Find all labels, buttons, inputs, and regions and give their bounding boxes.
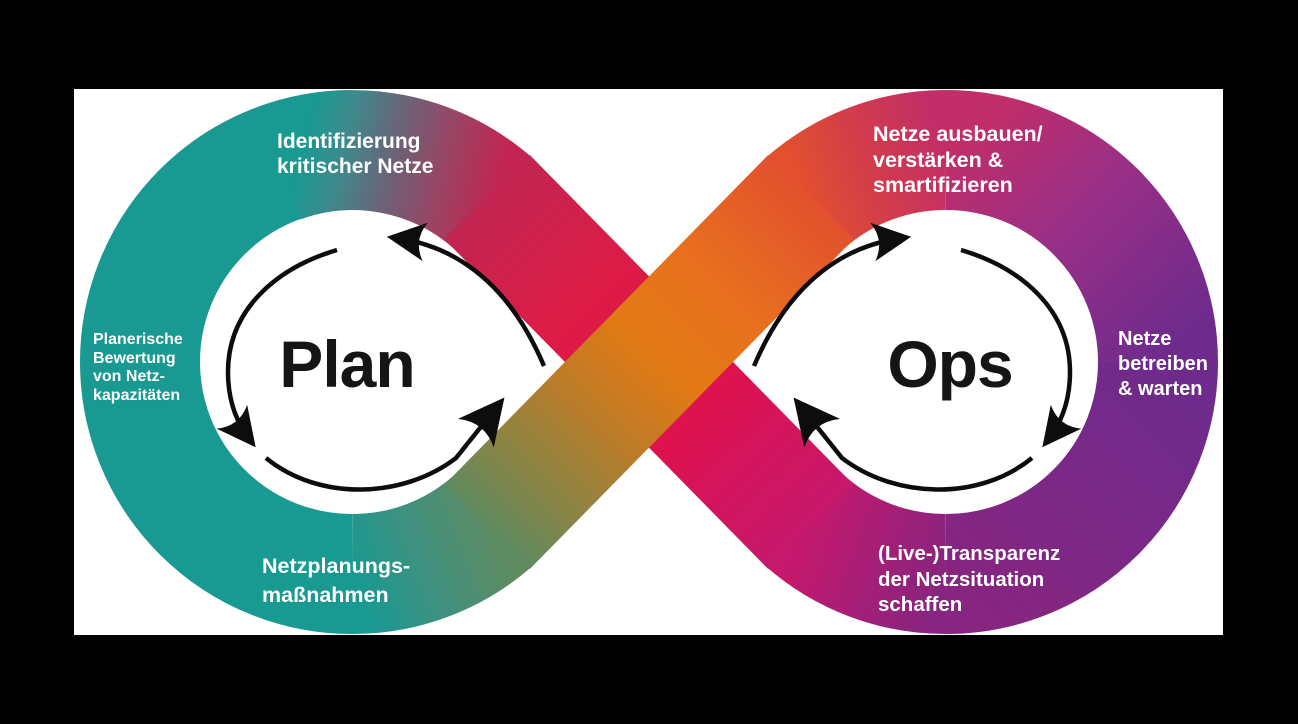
label-line: Identifizierung <box>277 130 421 153</box>
plan-ring-teal-arc <box>80 90 354 634</box>
label-line: von Netz- <box>93 368 165 385</box>
label-line: (Live-)Transparenz <box>878 542 1061 565</box>
ops-ring-bottomright-arc <box>944 360 1218 634</box>
label-line: Netzplanungs- <box>262 554 411 578</box>
label-ops-operate-maintain: Netze betreiben & warten <box>1118 327 1208 402</box>
label-line: Bewertung <box>93 349 176 367</box>
label-line: kapazitäten <box>93 386 181 404</box>
plan-cycle-arrow-top-icon <box>386 222 547 367</box>
label-line: verstärken & <box>873 147 1004 172</box>
label-ops-live-transparency: (Live-)Transparenz der Netzsituation sch… <box>878 541 1060 618</box>
ops-cycle-arrow-top-icon <box>751 222 912 367</box>
ops-cycle-arrow-bottom-icon <box>793 397 1034 492</box>
ops-loop-title: Ops <box>887 327 1013 401</box>
ops-ring-topleft-arc <box>764 89 948 250</box>
plan-cycle-arrow-left-icon <box>216 247 338 448</box>
label-plan-capacity-assessment: Planerische Bewertung von Netz- kapazitä… <box>93 331 183 405</box>
label-line: schaffen <box>878 593 963 616</box>
plan-loop-title: Plan <box>279 327 415 401</box>
label-line: smartifizieren <box>873 173 1013 197</box>
ops-loop-ribbon <box>764 89 1218 635</box>
label-line: der Netzsituation <box>878 567 1045 591</box>
plan-ring-top-blend-arc <box>259 90 534 250</box>
crossing-band-over <box>444 154 854 570</box>
label-line: Netze ausbauen/ <box>873 122 1043 146</box>
label-line: betreiben <box>1118 353 1209 375</box>
plan-loop-ribbon <box>80 90 534 635</box>
label-line: & warten <box>1118 378 1203 400</box>
ops-cycle-arrow-right-icon <box>960 247 1082 448</box>
plan-cycle-arrow-bottom-icon <box>264 397 505 492</box>
ops-ring-topright-arc <box>944 90 1218 364</box>
label-plan-grid-planning-measures: Netzplanungs- maßnahmen <box>262 552 410 610</box>
label-line: maßnahmen <box>262 583 389 607</box>
ops-cycle-arrows <box>751 222 1082 492</box>
label-ops-expand-smartify: Netze ausbauen/ verstärken & smartifizie… <box>873 122 1043 199</box>
ops-ring-bottomleft-arc <box>764 474 948 635</box>
label-line: Netze <box>1118 328 1172 350</box>
label-line: kritischer Netze <box>277 154 434 178</box>
label-plan-identify-critical-grids: Identifizierung kritischer Netze <box>277 130 433 179</box>
label-line: Planerische <box>93 331 183 348</box>
plan-cycle-arrows <box>216 222 547 492</box>
plan-ring-bottom-blend-arc <box>350 474 534 635</box>
